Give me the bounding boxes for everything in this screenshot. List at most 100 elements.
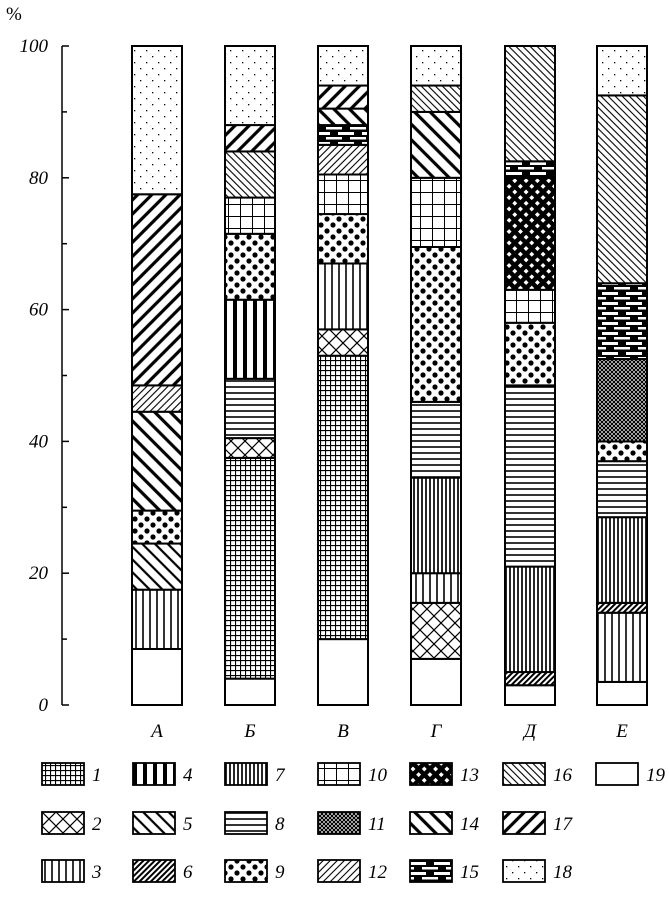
bar-segment-19	[131, 647, 183, 706]
bar-segment-7	[504, 565, 556, 674]
bar-segment-18	[131, 45, 183, 196]
legend-item-8: 8	[224, 811, 285, 835]
legend-label: 12	[368, 862, 388, 883]
bar-segment-3	[410, 572, 462, 604]
bar-segment-9	[224, 232, 276, 301]
bar-segment-6	[504, 671, 556, 687]
legend-swatch	[317, 762, 361, 786]
bar-segment-10	[317, 173, 369, 216]
bar-segment-14	[410, 110, 462, 179]
legend-item-11: 11	[317, 811, 386, 835]
bar-4	[410, 45, 462, 706]
legend-label: 2	[92, 814, 102, 835]
x-tick-label: В	[337, 721, 349, 742]
bar-segment-13	[504, 176, 556, 291]
bar-segment-3	[596, 611, 648, 683]
bar-segment-16	[596, 94, 648, 285]
bar-segment-9	[504, 321, 556, 387]
legend-label: 18	[553, 862, 573, 883]
legend-swatch	[502, 811, 546, 835]
bar-segment-6	[596, 601, 648, 614]
legend-swatch	[132, 811, 176, 835]
legend-item-13: 13	[409, 762, 479, 786]
bar-segment-17	[131, 193, 183, 387]
bar-6	[596, 45, 648, 706]
y-axis-label: %	[6, 4, 22, 25]
legend-swatch	[409, 762, 453, 786]
x-tick-label: А	[149, 721, 163, 742]
legend-item-3: 3	[41, 859, 102, 883]
legend-item-18: 18	[502, 859, 573, 883]
legend-swatch	[224, 859, 268, 883]
legend-label: 6	[183, 862, 193, 883]
bar-segment-2	[410, 601, 462, 660]
legend-label: 10	[368, 765, 388, 786]
legend-item-14: 14	[409, 811, 480, 835]
y-tick-label: 20	[29, 563, 49, 584]
bar-segment-10	[224, 196, 276, 235]
legend-swatch	[409, 811, 453, 835]
bar-segment-3	[131, 588, 183, 650]
legend-swatch	[41, 811, 85, 835]
bar-segment-19	[410, 657, 462, 706]
bar-segment-18	[410, 45, 462, 87]
legend-label: 13	[460, 765, 479, 786]
bar-segment-8	[224, 377, 276, 440]
bar-segment-10	[410, 176, 462, 248]
bar-segment-12	[131, 384, 183, 413]
legend-label: 19	[646, 765, 666, 786]
legend-label: 11	[368, 814, 386, 835]
bar-5	[504, 45, 556, 706]
x-tick-label: Д	[522, 721, 537, 742]
bar-segment-17	[224, 124, 276, 153]
legend-label: 4	[183, 765, 193, 786]
legend-item-10: 10	[317, 762, 388, 786]
bar-segment-16	[410, 84, 462, 113]
bar-segment-2	[317, 328, 369, 357]
bar-segment-16	[224, 150, 276, 199]
bar-segment-18	[224, 45, 276, 127]
bar-segment-8	[596, 460, 648, 519]
bar-1	[131, 45, 183, 706]
bar-segment-10	[504, 288, 556, 324]
legend-label: 1	[92, 765, 102, 786]
bar-segment-9	[410, 245, 462, 403]
y-tick-label: 60	[29, 300, 49, 321]
legend-swatch	[317, 811, 361, 835]
legend-item-17: 17	[502, 811, 574, 835]
bar-segment-7	[410, 476, 462, 575]
legend-item-12: 12	[317, 859, 388, 883]
legend-swatch	[317, 859, 361, 883]
bar-segment-19	[317, 638, 369, 706]
legend-label: 15	[460, 862, 479, 883]
legend-label: 17	[553, 814, 574, 835]
bar-segment-8	[410, 400, 462, 479]
legend-swatch	[132, 762, 176, 786]
bar-segment-14	[317, 107, 369, 127]
bar-segment-9	[596, 440, 648, 463]
bar-segment-18	[596, 45, 648, 97]
legend-swatch	[224, 762, 268, 786]
bar-3	[317, 45, 369, 706]
bar-segment-7	[596, 516, 648, 604]
bar-segment-16	[504, 45, 556, 163]
bar-segment-3	[317, 262, 369, 331]
legend-swatch	[224, 811, 268, 835]
legend-item-15: 15	[409, 859, 479, 883]
y-tick-label: 0	[39, 695, 49, 716]
bar-segment-12	[317, 143, 369, 176]
legend-item-9: 9	[224, 859, 285, 883]
bar-segment-19	[596, 680, 648, 706]
bar-segment-4	[224, 298, 276, 380]
x-tick-label: Е	[615, 721, 628, 742]
bar-segment-15	[317, 124, 369, 146]
legend-label: 16	[553, 765, 573, 786]
bar-segment-1	[224, 456, 276, 680]
legend-swatch	[132, 859, 176, 883]
bar-segment-19	[224, 677, 276, 707]
legend-label: 14	[460, 814, 480, 835]
bars	[131, 45, 648, 707]
